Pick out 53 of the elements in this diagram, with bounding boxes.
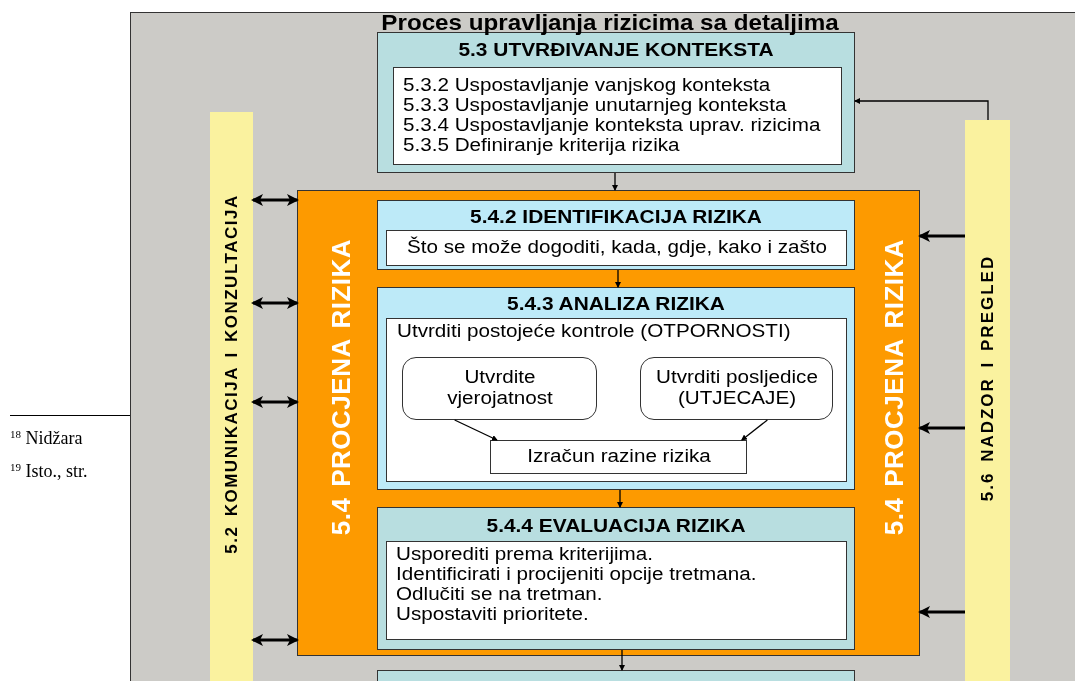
box-heading: 5.4.3 ANALIZA RIZIKA bbox=[506, 293, 726, 315]
arrow bbox=[251, 396, 299, 408]
arrow bbox=[251, 297, 299, 309]
vertical-band bbox=[965, 120, 1010, 681]
arrow bbox=[617, 489, 623, 508]
box-text: Utvrdite vjerojatnost bbox=[445, 366, 554, 411]
text-box bbox=[386, 541, 847, 640]
arrow bbox=[612, 172, 618, 191]
box-heading: 5.4.4 EVALUACIJA RIZIKA bbox=[485, 515, 747, 537]
band-label: 5.6 NADZOR I PREGLED bbox=[977, 254, 998, 502]
list-item: 5.3.4 Uspostavljanje konteksta uprav. rizicima bbox=[403, 115, 821, 135]
group-label: 5.4 PROCJENA RIZIKA bbox=[325, 238, 357, 535]
process-box bbox=[377, 287, 855, 490]
arrow bbox=[619, 649, 625, 671]
text-box bbox=[386, 230, 847, 266]
arrow bbox=[918, 606, 965, 618]
list-item: Identificirati i procijeniti opcije tretmana. bbox=[396, 564, 757, 584]
list-item: 5.3.5 Definiranje kriterija rizika bbox=[403, 135, 680, 155]
diagram-panel bbox=[130, 12, 1075, 681]
group-label: 5.4 PROCJENA RIZIKA bbox=[878, 238, 910, 535]
arrow bbox=[454, 419, 498, 441]
list-item: Odlučiti se na tretman. bbox=[396, 584, 603, 604]
list-item: 5.3.2 Uspostavljanje vanjskog konteksta bbox=[403, 75, 771, 95]
rounded-box bbox=[402, 357, 597, 420]
box-text: Utvrditi posljedice (UTJECAJE) bbox=[654, 366, 819, 411]
arrow bbox=[251, 194, 299, 206]
list-item: 5.3.3 Uspostavljanje unutarnjeg konteksta bbox=[403, 95, 787, 115]
process-group bbox=[297, 190, 920, 656]
process-box bbox=[377, 507, 855, 650]
arrow bbox=[615, 269, 621, 288]
process-box bbox=[377, 200, 855, 270]
footnote: $^{19}$ Isto., str. bbox=[10, 461, 88, 482]
vertical-band bbox=[210, 112, 253, 681]
rounded-box bbox=[640, 357, 833, 420]
list-item: Usporediti prema kriterijima. bbox=[396, 544, 654, 564]
box-text: Izračun razine rizika bbox=[525, 446, 712, 468]
list-item: Uspostaviti prioritete. bbox=[396, 604, 589, 624]
arrow bbox=[918, 422, 965, 434]
arrow bbox=[918, 230, 965, 242]
text-box bbox=[386, 318, 847, 482]
box-heading: 5.3 UTVRĐIVANJE KONTEKSTA bbox=[457, 39, 775, 61]
process-box bbox=[490, 440, 747, 474]
box-text: Utvrditi postojeće kontrole (OTPORNOSTI) bbox=[397, 321, 791, 342]
box-text: Što se može dogoditi, kada, gdje, kako i zašto bbox=[405, 237, 828, 259]
arrow bbox=[854, 98, 989, 121]
diagram-title: Proces upravljanja rizicima sa detaljima bbox=[380, 13, 840, 33]
arrow bbox=[741, 419, 769, 441]
arrow bbox=[251, 634, 299, 646]
box-heading: 5.4.2 IDENTIFIKACIJA RIZIKA bbox=[469, 206, 763, 228]
text-box bbox=[393, 67, 842, 165]
footnote: $^{18}$ Nidžara bbox=[10, 428, 83, 449]
band-label: 5.2 KOMUNIKACIJA I KONZULTACIJA bbox=[221, 194, 242, 554]
process-box bbox=[377, 670, 855, 681]
